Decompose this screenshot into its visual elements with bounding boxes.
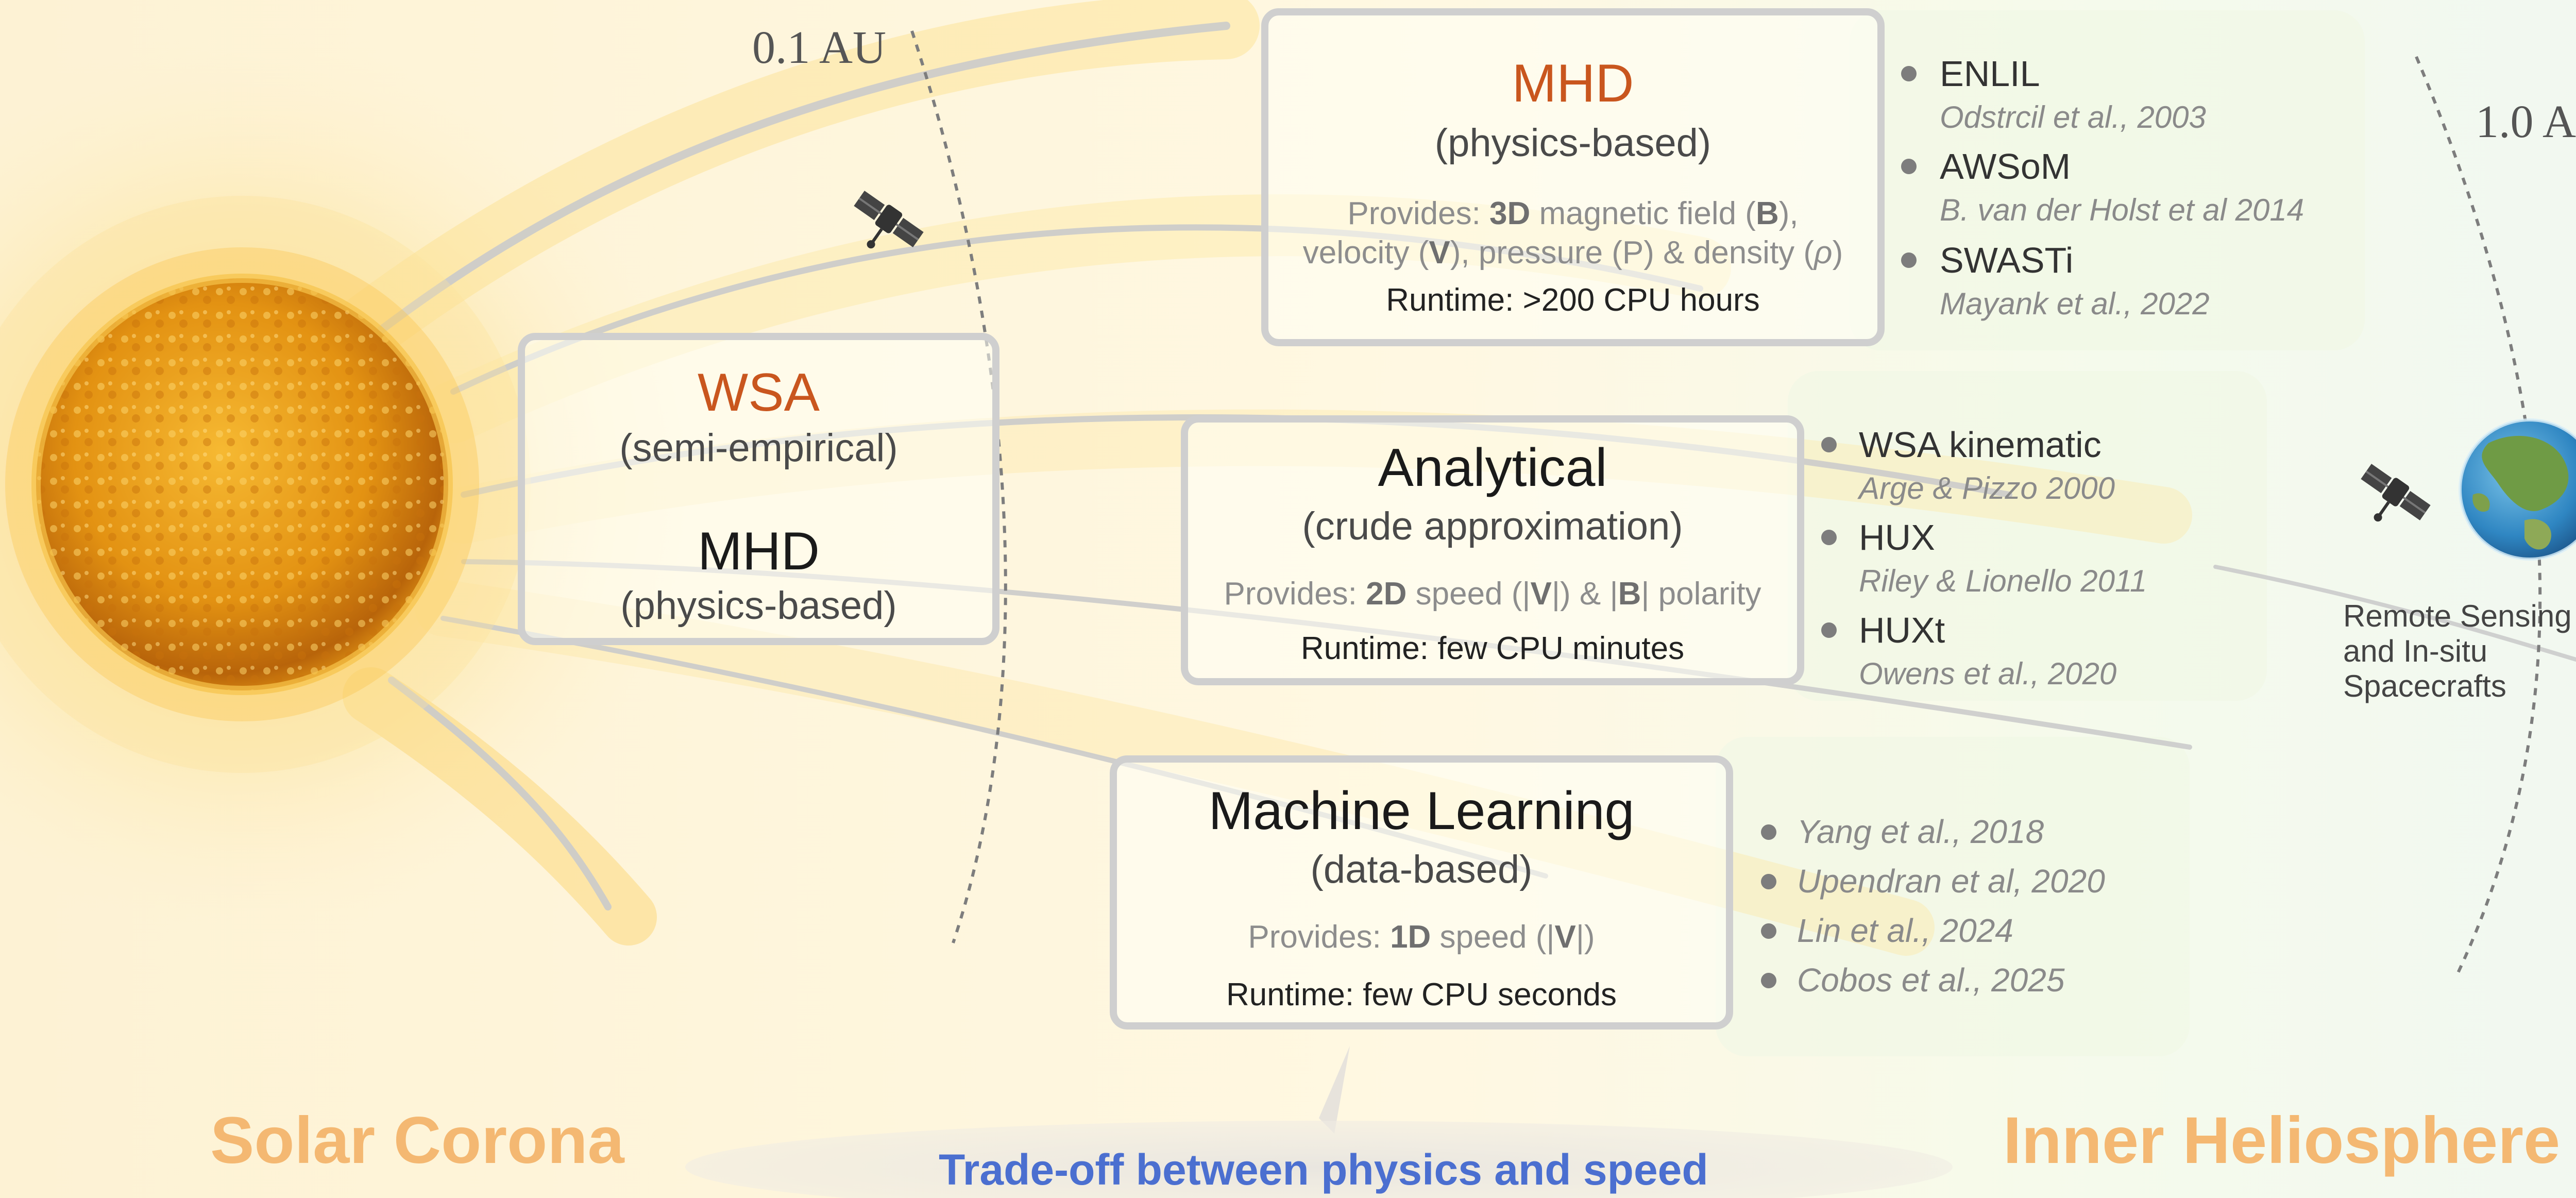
ref-name: SWASTi (1940, 240, 2074, 280)
ref-cite: B. van der Holst et al 2014 (1940, 193, 2304, 227)
satellite-icon (2361, 464, 2431, 522)
list-item: SWASTi Mayank et al., 2022 (1940, 242, 2210, 319)
bullet (1761, 923, 1776, 939)
wsa-subtitle: (semi-empirical) (619, 426, 898, 470)
bullet (1761, 824, 1776, 840)
bullet (1821, 437, 1837, 452)
corona-model-box: WSA (semi-empirical) MHD (physics-based) (518, 333, 999, 645)
bullet (1901, 252, 1917, 268)
ref-name: HUXt (1859, 610, 1945, 650)
list-item: Yang et al., 2018 (1797, 813, 2044, 850)
spacecraft-label-line: Spacecrafts (2343, 668, 2506, 703)
corona-mhd-title: MHD (698, 521, 820, 581)
distance-label-0.1au: 0.1 AU (752, 22, 887, 73)
bullet (1761, 874, 1776, 889)
satellite-icon (854, 191, 924, 249)
list-item: AWSoM B. van der Holst et al 2014 (1940, 148, 2304, 226)
analytical-model-box: Analytical (crude approximation) Provide… (1181, 415, 1804, 685)
mhd-title: MHD (1512, 54, 1634, 113)
analytical-provides: Provides: 2D speed (|V|) & |B| polarity (1224, 576, 1761, 612)
list-item: Upendran et al, 2020 (1797, 863, 2105, 900)
distance-label-1.0au: 1.0 AU (2476, 96, 2576, 147)
ref-name: AWSoM (1940, 146, 2071, 187)
bullet (1901, 159, 1917, 174)
bullet (1821, 622, 1837, 638)
spacecraft-label: Remote Sensing and In-situ Spacecrafts (2343, 599, 2572, 703)
ref-name: HUX (1859, 517, 1935, 558)
mhd-subtitle: (physics-based) (1434, 121, 1711, 165)
list-item: ENLIL Odstrcil et al., 2003 (1940, 56, 2206, 133)
ref-cite: Odstrcil et al., 2003 (1940, 100, 2206, 134)
corona-mhd-subtitle: (physics-based) (620, 584, 897, 628)
mhd-model-box: MHD (physics-based) Provides: 3D magneti… (1261, 8, 1885, 346)
ref-cite: Owens et al., 2020 (1859, 656, 2117, 691)
ref-cite: Riley & Lionello 2011 (1859, 564, 2147, 598)
ml-title: Machine Learning (1208, 781, 1635, 841)
wsa-title: WSA (698, 363, 820, 423)
ref-cite: Mayank et al., 2022 (1940, 286, 2210, 321)
analytical-runtime: Runtime: few CPU minutes (1300, 631, 1685, 666)
mhd-runtime: Runtime: >200 CPU hours (1386, 282, 1760, 318)
ml-subtitle: (data-based) (1310, 848, 1533, 891)
ref-cite: Arge & Pizzo 2000 (1859, 471, 2115, 505)
ref-name: ENLIL (1940, 54, 2040, 94)
bullet (1761, 973, 1776, 988)
ml-provides: Provides: 1D speed (|V|) (1248, 919, 1595, 955)
ml-runtime: Runtime: few CPU seconds (1226, 977, 1617, 1013)
bullet (1821, 530, 1837, 545)
region-label-solar-corona: Solar Corona (210, 1104, 624, 1177)
spacecraft-label-line: and In-situ (2343, 633, 2488, 668)
ref-name: WSA kinematic (1859, 425, 2102, 465)
bullet (1901, 66, 1917, 81)
mhd-provides-line1: Provides: 3D magnetic field (B), (1347, 196, 1799, 231)
list-item: Cobos et al., 2025 (1797, 961, 2065, 999)
list-item: HUXt Owens et al., 2020 (1859, 612, 2116, 689)
analytical-title: Analytical (1378, 438, 1607, 498)
list-item: Lin et al., 2024 (1797, 912, 2013, 949)
region-label-inner-heliosphere: Inner Heliosphere (2003, 1104, 2561, 1177)
list-item: WSA kinematic Arge & Pizzo 2000 (1859, 427, 2115, 504)
mhd-provides-line2: velocity (V), pressure (P) & density (ρ) (1302, 235, 1843, 271)
analytical-subtitle: (crude approximation) (1302, 504, 1683, 548)
list-item: HUX Riley & Lionello 2011 (1859, 519, 2147, 597)
ml-model-box: Machine Learning (data-based) Provides: … (1110, 755, 1733, 1030)
spacecraft-label-line: Remote Sensing (2343, 599, 2572, 633)
tradeoff-caption: Trade-off between physics and speed (939, 1145, 1708, 1194)
earth-icon (2459, 418, 2576, 561)
